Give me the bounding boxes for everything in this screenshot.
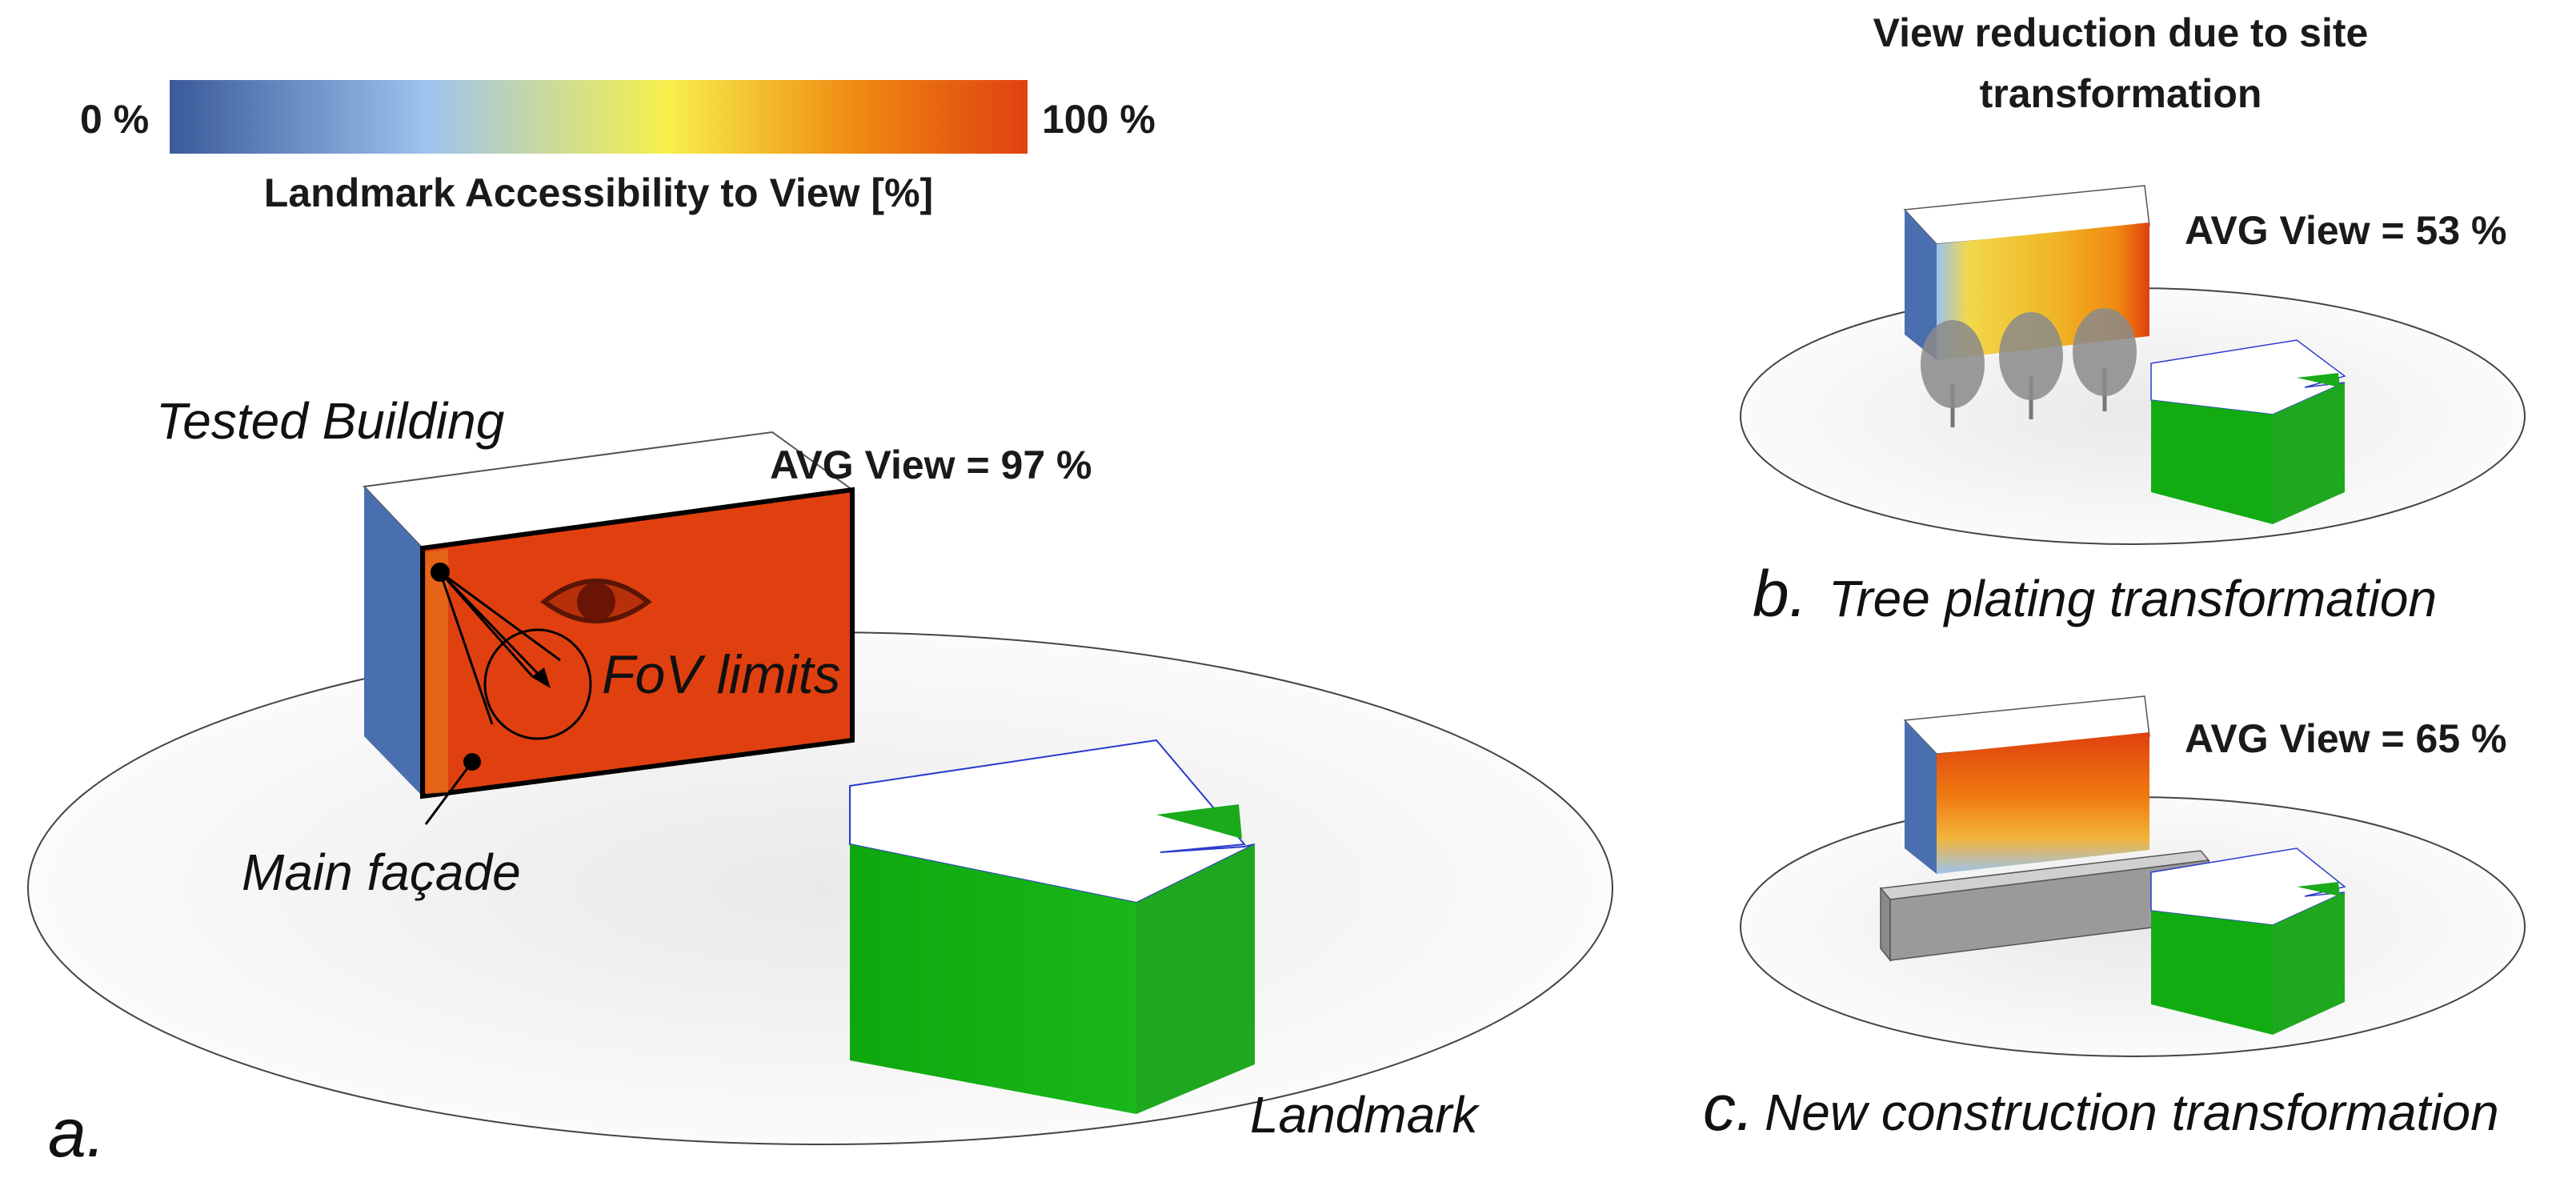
right-title: View reduction due to site transformatio…	[1873, 10, 2369, 116]
tree-icon	[1921, 320, 1985, 427]
facade-label: Main façade	[242, 843, 521, 901]
building-side-face	[364, 487, 423, 796]
landmark-notch	[1156, 804, 1242, 839]
building-c-side	[1905, 720, 1937, 874]
panel-a: Tested Building AVG View = 97 % FoV limi…	[27, 392, 1613, 1172]
landmark-c	[2150, 847, 2346, 1035]
colorbar-gradient	[170, 80, 1028, 154]
main-facade	[420, 487, 855, 799]
panel-c-caption: New construction transformation	[1765, 1084, 2499, 1141]
panel-b-letter: b.	[1753, 558, 1807, 631]
trees-b	[1921, 308, 2137, 427]
fov-lines	[439, 571, 592, 740]
fov-arrow-icon	[531, 667, 551, 688]
colorbar: 0 % 100 % Landmark Accessibility to View…	[80, 80, 1156, 215]
facade-leader-line	[424, 761, 474, 825]
facade-shade-strip	[426, 549, 448, 794]
building-c-facade	[1937, 732, 2149, 874]
avg-view-b: AVG View = 53 %	[2185, 208, 2507, 253]
avg-view-c: AVG View = 65 %	[2185, 716, 2507, 761]
colorbar-max-label: 100 %	[1042, 97, 1156, 142]
tree-icon	[1999, 312, 2063, 419]
viewpoint-dot	[431, 563, 450, 582]
avg-view-a: AVG View = 97 %	[770, 443, 1092, 487]
panel-c-letter: c.	[1703, 1072, 1754, 1144]
new-construction-block	[1879, 850, 2210, 963]
panel-b: AVG View = 53 % b. Tree plating transfor…	[1740, 185, 2526, 631]
eye-icon	[540, 579, 652, 623]
panel-c: AVG View = 65 % c. New construction tran…	[1703, 695, 2526, 1144]
colorbar-title: Landmark Accessibility to View [%]	[264, 170, 933, 215]
colorbar-min-label: 0 %	[80, 97, 149, 142]
right-title-line1: View reduction due to site	[1873, 10, 2369, 55]
landmark-label: Landmark	[1250, 1086, 1480, 1144]
building-b-side	[1905, 210, 1937, 360]
panel-b-caption: Tree plating transformation	[1829, 570, 2437, 627]
right-title-line2: transformation	[1980, 71, 2262, 116]
landmark-building	[849, 739, 1256, 1114]
tree-icon	[2073, 308, 2137, 411]
fov-label: FoV limits	[602, 644, 840, 705]
panel-a-letter: a.	[48, 1095, 106, 1172]
landmark-front	[850, 844, 1136, 1114]
tested-building	[362, 431, 855, 825]
landmark-b	[2150, 339, 2346, 524]
tested-building-label: Tested Building	[156, 392, 505, 450]
landmark-side	[1136, 844, 1255, 1114]
